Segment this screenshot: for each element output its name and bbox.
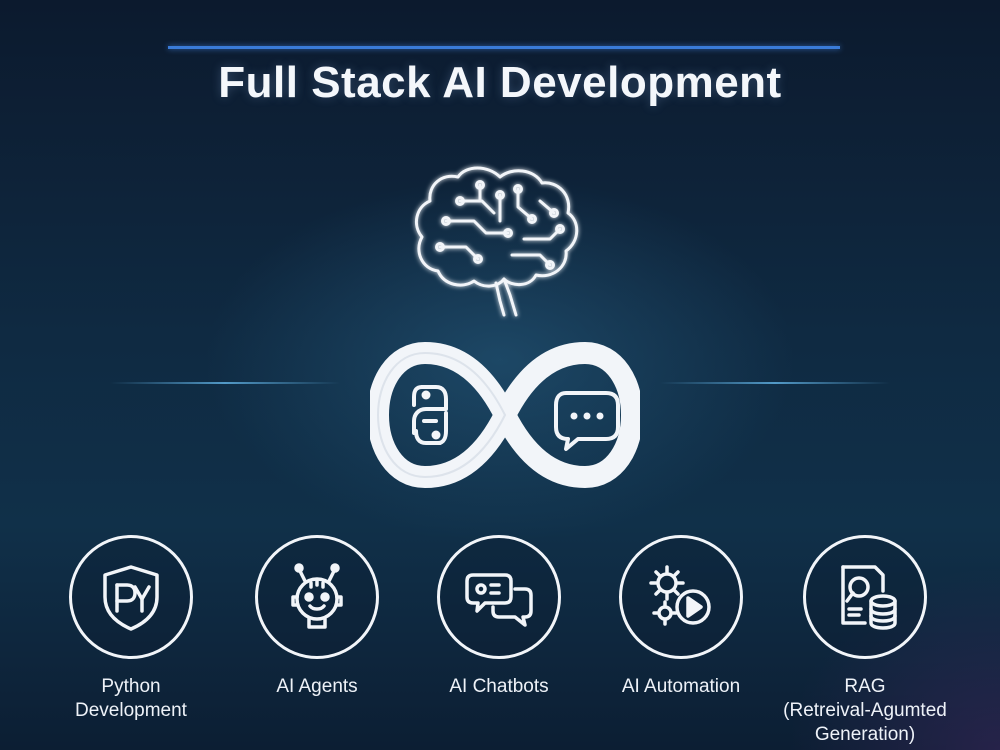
- right-glow-line: [660, 382, 890, 384]
- title-accent-line: [168, 46, 840, 49]
- left-glow-line: [110, 382, 340, 384]
- robot-face-icon: [291, 563, 343, 629]
- service-icon-ring: [69, 535, 193, 659]
- services-row: Python Development: [0, 535, 1000, 745]
- python-logo-icon: [412, 385, 448, 445]
- service-icon-ring: [803, 535, 927, 659]
- chat-bubble-icon: [554, 391, 620, 451]
- service-label: AI Chatbots: [449, 676, 549, 697]
- document-database-icon: [841, 565, 897, 630]
- service-label: AI Automation: [621, 676, 741, 697]
- chat-bubbles-icon: [465, 573, 533, 627]
- service-ai-agents: AI Agents: [232, 535, 402, 699]
- service-python-development: Python Development: [46, 535, 216, 723]
- service-icon-ring: [619, 535, 743, 659]
- gears-play-icon: [649, 565, 711, 626]
- brain-circuit-icon: [414, 166, 579, 317]
- service-label: AI Agents: [276, 676, 358, 697]
- service-icon-ring: [437, 535, 561, 659]
- service-rag: RAG (Retreival-Agumted Generation): [780, 535, 950, 747]
- service-ai-chatbots: AI Chatbots: [414, 535, 584, 699]
- service-label: RAG (Retreival-Agumted Generation): [783, 676, 947, 745]
- infinity-loop-icon: [370, 342, 640, 488]
- service-label: Python Development: [75, 676, 187, 721]
- page-title: Full Stack AI Development: [218, 58, 782, 107]
- python-shield-icon: [103, 565, 159, 631]
- service-ai-automation: AI Automation: [596, 535, 766, 699]
- service-icon-ring: [255, 535, 379, 659]
